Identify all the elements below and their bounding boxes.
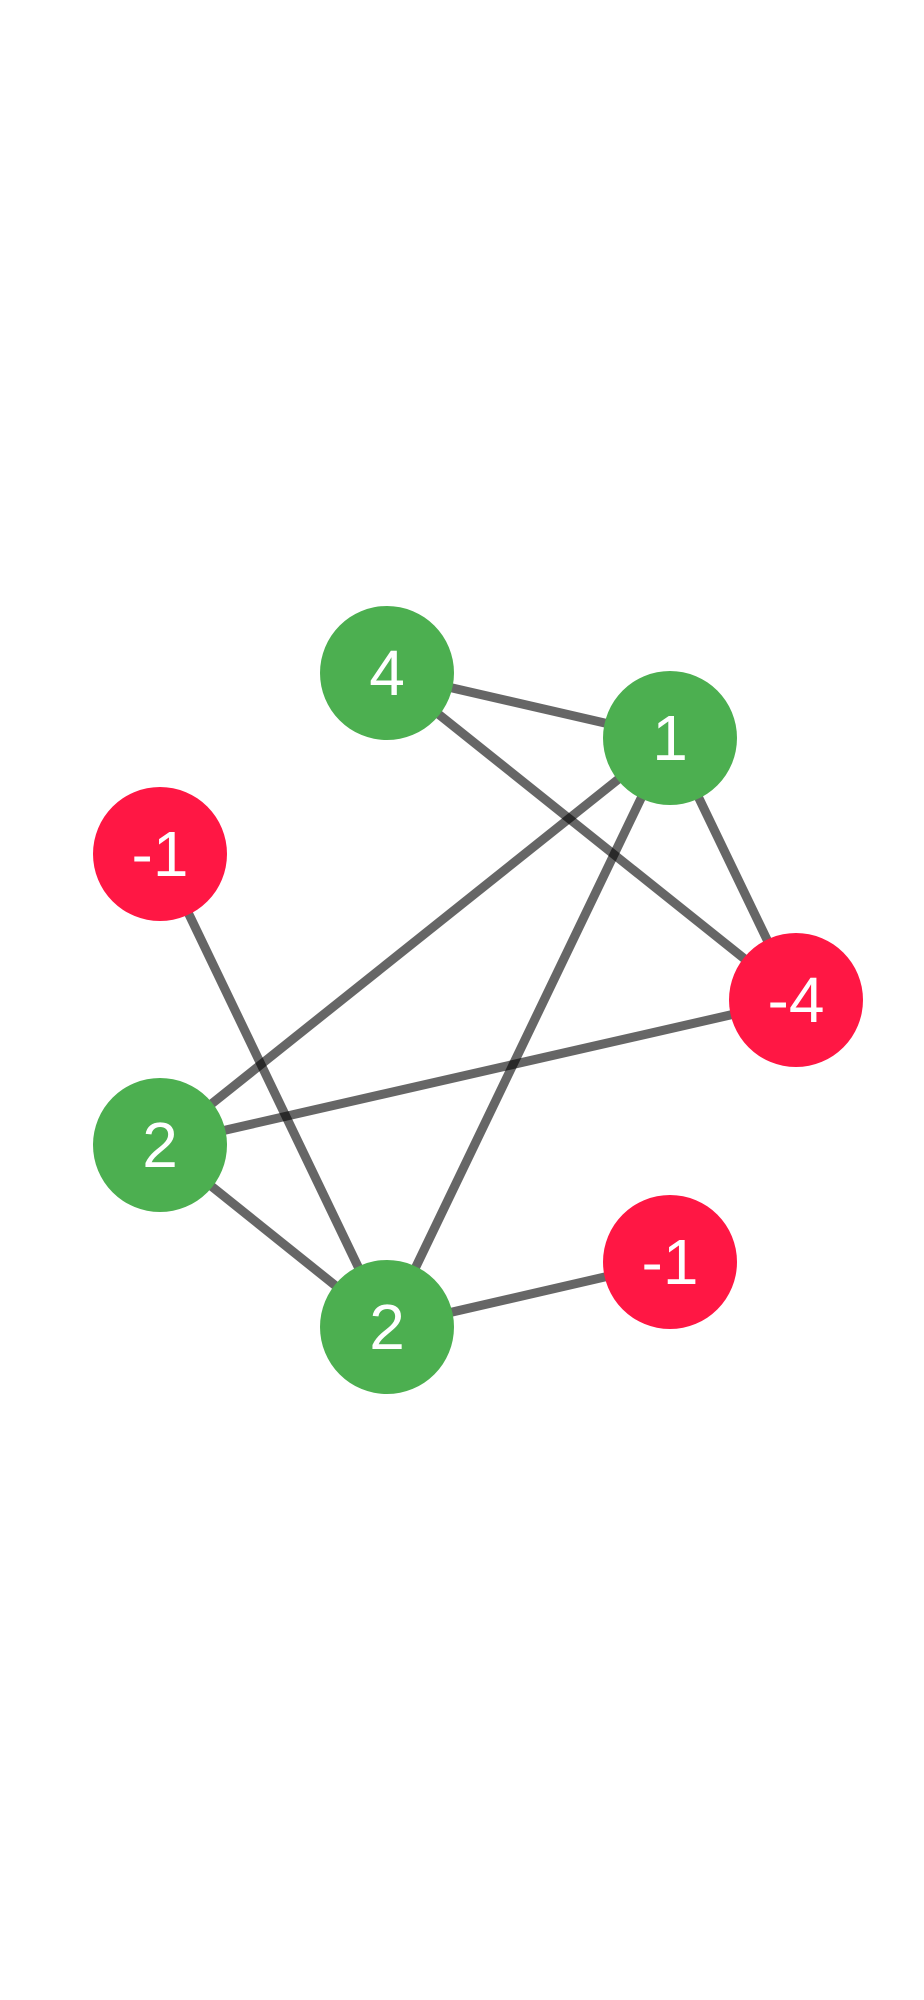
node-circle-negative [93,787,227,921]
edge-n0-n3 [384,669,799,1004]
graph-node: 2 [93,1078,227,1212]
graph-nodes: 4 1 -1 -4 2 -1 2 [93,606,863,1394]
node-label: 1 [652,702,688,774]
node-circle-positive [320,606,454,740]
edge-n4-n3 [158,995,798,1150]
node-label: -1 [132,818,189,890]
edge-n1-n4 [157,734,673,1149]
graph-node: -1 [603,1195,737,1329]
graph-node: 1 [603,671,737,805]
node-label: 2 [142,1109,178,1181]
edge-n2-n6 [155,852,392,1329]
node-circle-negative [603,1195,737,1329]
edge-n1-n6 [382,736,675,1329]
node-label: 2 [369,1291,405,1363]
node-circle-positive [320,1260,454,1394]
node-label: 4 [369,637,405,709]
node-circle-positive [93,1078,227,1212]
node-circle-positive [603,671,737,805]
node-circle-negative [729,933,863,1067]
graph-node: -4 [729,933,863,1067]
node-label: -4 [768,964,825,1036]
node-label: -1 [642,1226,699,1298]
graph-node: -1 [93,787,227,921]
graph-node: 4 [320,606,454,740]
graph-node: 2 [320,1260,454,1394]
